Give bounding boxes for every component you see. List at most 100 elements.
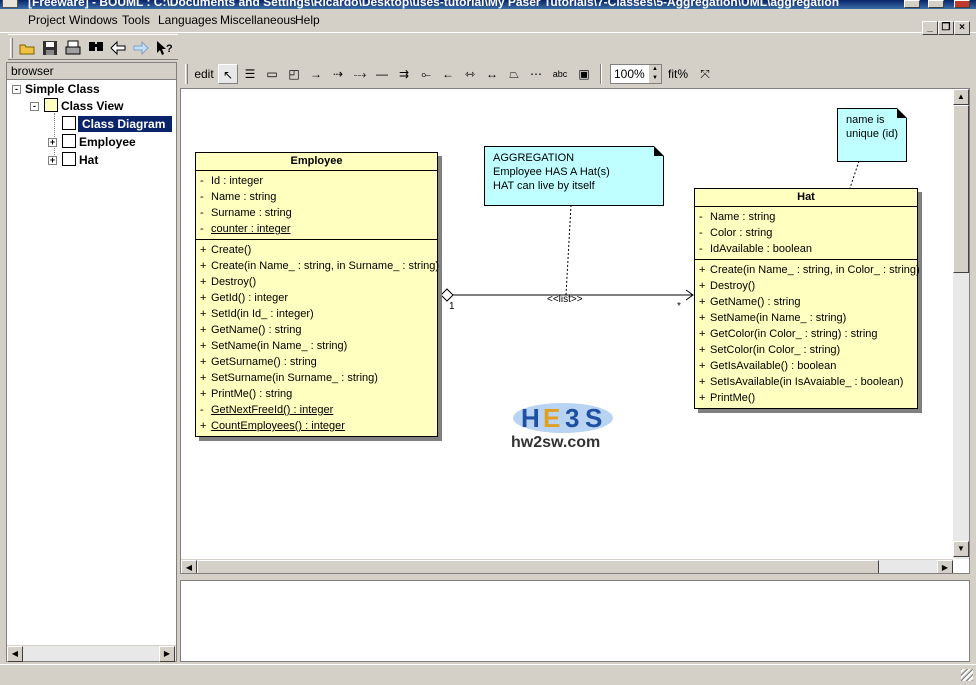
browser-horizontal-scrollbar[interactable]: ◀ ▶: [7, 645, 176, 662]
operation-row[interactable]: +CountEmployees() : integer: [196, 418, 437, 434]
operation-row[interactable]: +GetName() : string: [196, 322, 437, 338]
toolbar-grip[interactable]: [185, 64, 188, 84]
generalisation-tool-icon[interactable]: →: [310, 67, 322, 81]
operation-row[interactable]: +SetName(in Name_ : string): [196, 338, 437, 354]
operation-row[interactable]: +GetColor(in Color_ : string) : string: [695, 326, 917, 342]
scroll-right-arrow-icon[interactable]: ▶: [159, 646, 175, 662]
find-icon[interactable]: [87, 39, 105, 57]
operation-row[interactable]: +SetColor(in Color_ : string): [695, 342, 917, 358]
operation-row[interactable]: +PrintMe() : string: [196, 386, 437, 402]
tree-item-class-view[interactable]: Class View: [61, 99, 124, 113]
aggregation-tool-icon[interactable]: ⟜: [421, 67, 431, 81]
text-tool-button[interactable]: abc: [552, 69, 568, 79]
scroll-up-arrow-icon[interactable]: ▲: [953, 89, 969, 105]
attribute-row[interactable]: -Surname : string: [196, 205, 437, 221]
mdi-restore-button[interactable]: ❐: [938, 21, 954, 35]
scroll-left-arrow-icon[interactable]: ◀: [7, 646, 23, 662]
optimal-window-size-icon[interactable]: ⤧: [700, 67, 710, 81]
operation-row[interactable]: +SetSurname(in Surname_ : string): [196, 370, 437, 386]
menu-languages[interactable]: Languages: [158, 13, 218, 27]
tree-item-employee[interactable]: Employee: [79, 135, 136, 149]
image-tool-icon[interactable]: ▣: [578, 67, 590, 81]
tree-expander-simple-class[interactable]: -: [12, 85, 21, 94]
operation-row[interactable]: +GetName() : string: [695, 294, 917, 310]
operation-row[interactable]: +Destroy(): [196, 274, 437, 290]
select-cursor-icon[interactable]: ↖: [218, 64, 238, 84]
menu-project[interactable]: Project: [28, 13, 66, 27]
note-tool-icon[interactable]: ⏢: [509, 67, 519, 81]
diagram-canvas[interactable]: 1 <<list>> * Employee -Id : integer-Name…: [180, 88, 970, 574]
canvas-vertical-scrollbar[interactable]: ▲ ▼: [953, 89, 969, 559]
realize-tool-icon[interactable]: ⇢: [332, 67, 344, 81]
menu-help[interactable]: Help: [295, 13, 320, 27]
operation-row[interactable]: +GetId() : integer: [196, 290, 437, 306]
attribute-row[interactable]: -Id : integer: [196, 173, 437, 189]
association-tool-icon[interactable]: —: [376, 67, 388, 81]
tree-expander-hat[interactable]: +: [48, 155, 57, 165]
note-hat-name[interactable]: name is unique (id): [837, 108, 907, 162]
attribute-row[interactable]: -Color : string: [695, 225, 917, 241]
operation-row[interactable]: +SetId(in Id_ : integer): [196, 306, 437, 322]
zoom-spinbox[interactable]: 100% ▲ ▼: [610, 64, 662, 84]
tree-expander-employee[interactable]: +: [48, 137, 57, 147]
menu-miscellaneous[interactable]: Miscellaneous: [220, 13, 297, 27]
tree-expander-class-view[interactable]: -: [30, 102, 39, 111]
operation-row[interactable]: +Create(): [196, 242, 437, 258]
scroll-right-arrow-icon[interactable]: ▶: [937, 560, 953, 573]
back-icon[interactable]: [109, 39, 127, 57]
canvas-horizontal-scrollbar[interactable]: ◀ ▶: [181, 559, 953, 573]
minimize-button[interactable]: [904, 0, 920, 8]
operation-row[interactable]: +GetSurname() : string: [196, 354, 437, 370]
mdi-close-button[interactable]: ×: [954, 21, 970, 35]
scroll-left-arrow-icon[interactable]: ◀: [181, 560, 197, 573]
fit-zoom-button[interactable]: fit%: [667, 67, 688, 81]
composition-tool-icon[interactable]: ←: [442, 67, 454, 81]
zoom-up-arrow-icon[interactable]: ▲: [649, 65, 661, 74]
attribute-row[interactable]: -counter : integer: [196, 221, 437, 237]
operation-row[interactable]: -GetNextFreeId() : integer: [196, 402, 437, 418]
help-cursor-icon[interactable]: ?: [155, 39, 173, 57]
forward-icon[interactable]: [132, 39, 150, 57]
mdi-minimize-button[interactable]: _: [922, 21, 938, 35]
class-tool-icon[interactable]: ☰: [244, 67, 256, 81]
menu-tools[interactable]: Tools: [122, 13, 151, 27]
fragment-tool-icon[interactable]: ◰: [288, 67, 300, 81]
class-box-employee[interactable]: Employee -Id : integer-Name : string-Sur…: [195, 152, 439, 437]
package-tool-icon[interactable]: ▭: [266, 67, 278, 81]
tree-item-simple-class[interactable]: Simple Class: [25, 82, 100, 96]
anchor-tool-icon[interactable]: ⋯: [530, 67, 542, 81]
operation-row[interactable]: +Destroy(): [695, 278, 917, 294]
operation-row[interactable]: +GetIsAvailable() : boolean: [695, 358, 917, 374]
maximize-button[interactable]: [928, 0, 944, 8]
close-button[interactable]: [954, 0, 970, 8]
toolbar-grip[interactable]: [10, 38, 13, 58]
visibility-marker: +: [200, 324, 207, 336]
tree-item-class-diagram[interactable]: Class Diagram: [78, 116, 172, 132]
attribute-row[interactable]: -Name : string: [695, 209, 917, 225]
open-icon[interactable]: [18, 39, 36, 57]
aggregation-by-value-tool-icon[interactable]: ⇿: [464, 67, 476, 81]
operation-row[interactable]: +Create(in Name_ : string, in Surname_ :…: [196, 258, 439, 274]
menu-windows[interactable]: Windows: [69, 13, 118, 27]
class-box-hat[interactable]: Hat -Name : string-Color : string-IdAvai…: [694, 188, 920, 409]
dependency-tool-icon[interactable]: ⤏: [353, 67, 367, 81]
operation-row[interactable]: +SetName(in Name_ : string): [695, 310, 917, 326]
note-aggregation[interactable]: AGGREGATION Employee HAS A Hat(s) HAT ca…: [484, 146, 664, 206]
horizontal-scroll-thumb[interactable]: [197, 560, 879, 573]
tree-item-hat[interactable]: Hat: [79, 153, 99, 167]
edit-button[interactable]: edit: [194, 67, 214, 81]
operation-row[interactable]: +PrintMe(): [695, 390, 917, 406]
vertical-scroll-thumb[interactable]: [953, 105, 969, 273]
attribute-row[interactable]: -Name : string: [196, 189, 437, 205]
zoom-down-arrow-icon[interactable]: ▼: [649, 74, 661, 83]
scroll-down-arrow-icon[interactable]: ▼: [953, 541, 969, 557]
output-pane[interactable]: [180, 580, 970, 662]
resize-grip-icon[interactable]: [961, 669, 973, 681]
save-icon[interactable]: [41, 39, 59, 57]
attribute-row[interactable]: -IdAvailable : boolean: [695, 241, 917, 257]
directional-association-tool-icon[interactable]: ⇉: [398, 67, 410, 81]
operation-row[interactable]: +Create(in Name_ : string, in Color_ : s…: [695, 262, 920, 278]
bidirectional-association-tool-icon[interactable]: ↔: [486, 67, 498, 81]
print-icon[interactable]: [64, 39, 82, 57]
operation-row[interactable]: +SetIsAvailable(in IsAvaiable_ : boolean…: [695, 374, 917, 390]
